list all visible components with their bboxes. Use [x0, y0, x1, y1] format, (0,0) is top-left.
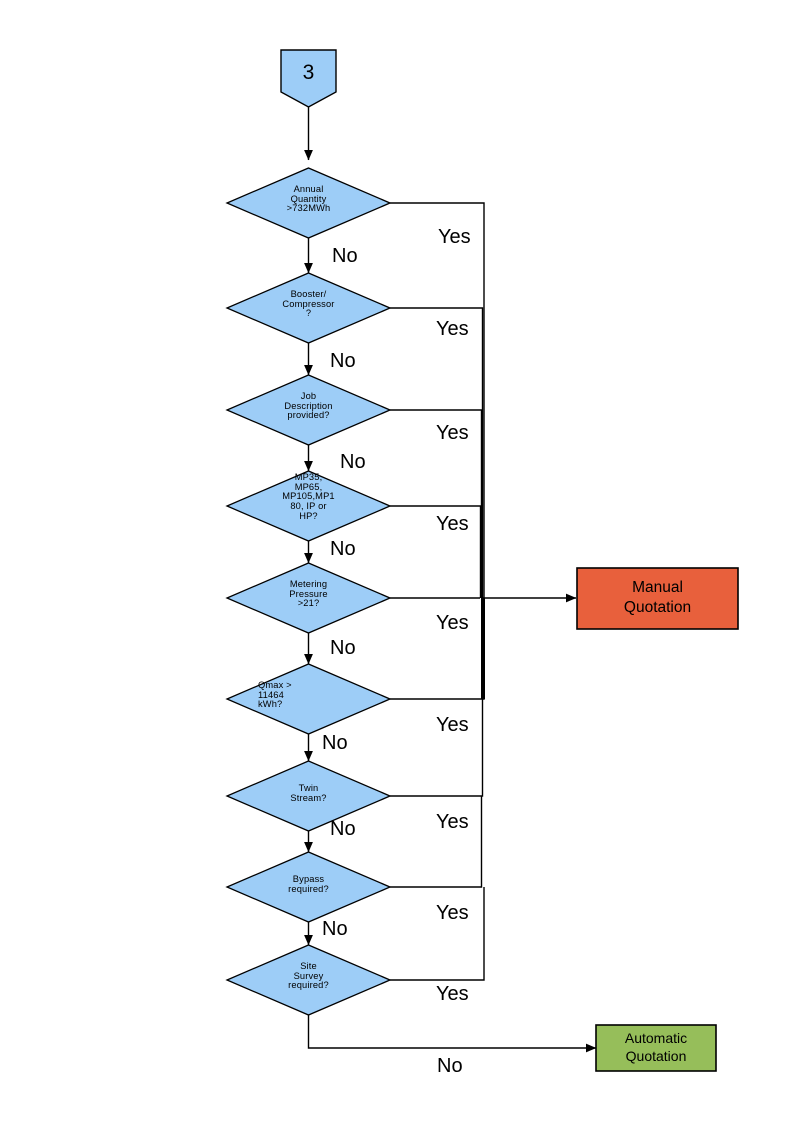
edge-yes-site-survey [390, 887, 485, 981]
terminal-shape-automatic-quotation [595, 1024, 717, 1072]
decision-shape-annual-quantity [225, 167, 392, 239]
decision-shape-booster-compressor [225, 272, 392, 344]
edge-yes-meter-type [390, 505, 482, 598]
edge-yes-bypass [390, 796, 483, 888]
decision-shape-bypass [225, 851, 392, 923]
decision-shape-job-description [225, 374, 392, 446]
edge-yes-job-description [390, 409, 483, 598]
decision-shape-meter-type [225, 470, 392, 542]
edge-no-site-survey [307, 1015, 597, 1053]
edge-yes-twin-stream [390, 699, 484, 797]
decision-shape-qmax [225, 663, 392, 735]
decision-shape-twin-stream [225, 760, 392, 832]
decision-shape-site-survey [225, 944, 392, 1016]
edge-yes-annual-quantity [390, 202, 485, 598]
terminal-shape-manual-quotation [576, 567, 739, 630]
edge-yes-booster-compressor [390, 307, 484, 598]
edge-yes-qmax [390, 598, 485, 700]
start-node-shape [280, 49, 337, 108]
decision-shape-metering-pressure [225, 562, 392, 634]
